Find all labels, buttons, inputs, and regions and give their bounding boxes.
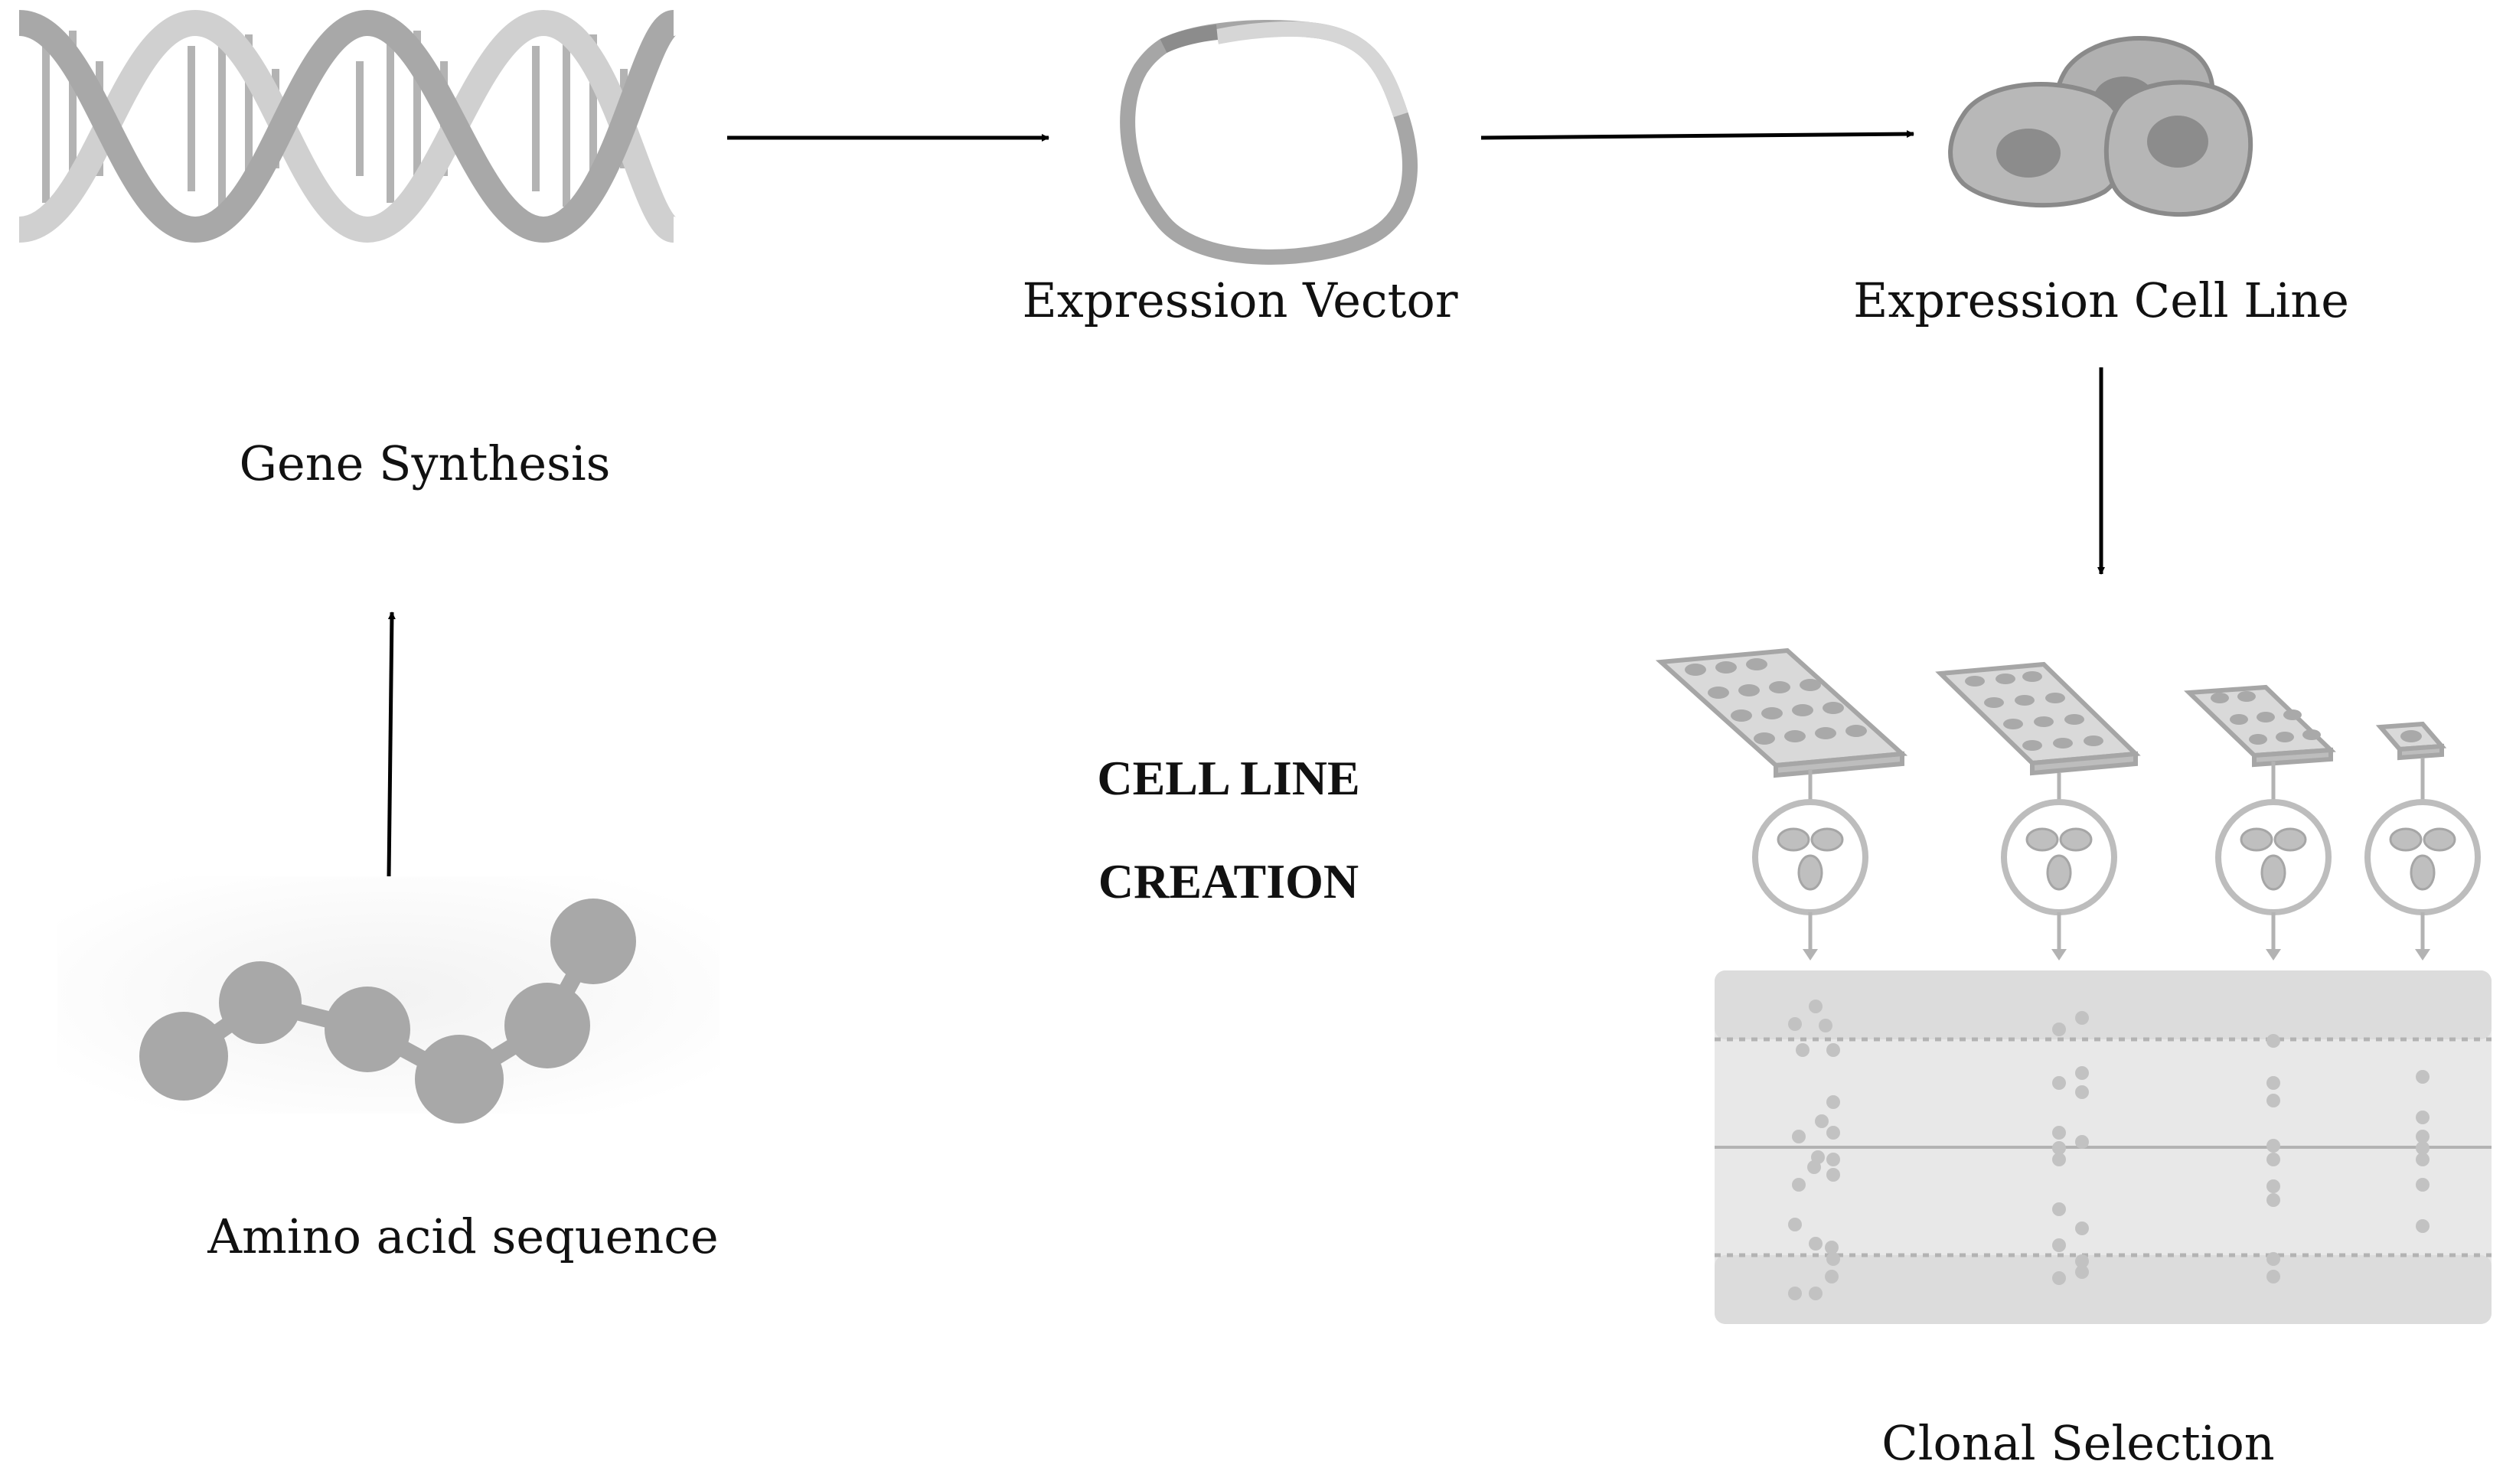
title-line-2: CREATION [1098, 854, 1359, 908]
amino-acid-sequence-label: Amino acid sequence [207, 1208, 719, 1264]
gene-synthesis-label: Gene Synthesis [239, 435, 611, 491]
plasmid-vector-icon [1120, 20, 1418, 265]
expression-cell-line-label: Expression Cell Line [1853, 272, 2349, 328]
arrow-vector-to-cellline [1480, 130, 1914, 140]
title-line-1: CELL LINE [1097, 751, 1360, 805]
selection-dots [1788, 1000, 2430, 1300]
expression-vector-label: Expression Vector [1022, 272, 1458, 328]
amino-acid-chain-icon [57, 876, 720, 1124]
antibody-circles [1752, 799, 2481, 915]
well-plate-large-1 [1655, 647, 1908, 778]
clonal-selection-label: Clonal Selection [1881, 1415, 2275, 1471]
well-plate-small [2375, 721, 2447, 761]
arrow-amino-to-gene [387, 612, 396, 877]
well-plate-medium [2184, 684, 2336, 768]
flow-arrows [387, 130, 2105, 877]
cell-line-icon [1948, 36, 2253, 217]
dna-helix-icon [18, 9, 678, 243]
antibody-icon [1777, 827, 2456, 891]
clonal-selection-graphic [1655, 647, 2492, 1324]
